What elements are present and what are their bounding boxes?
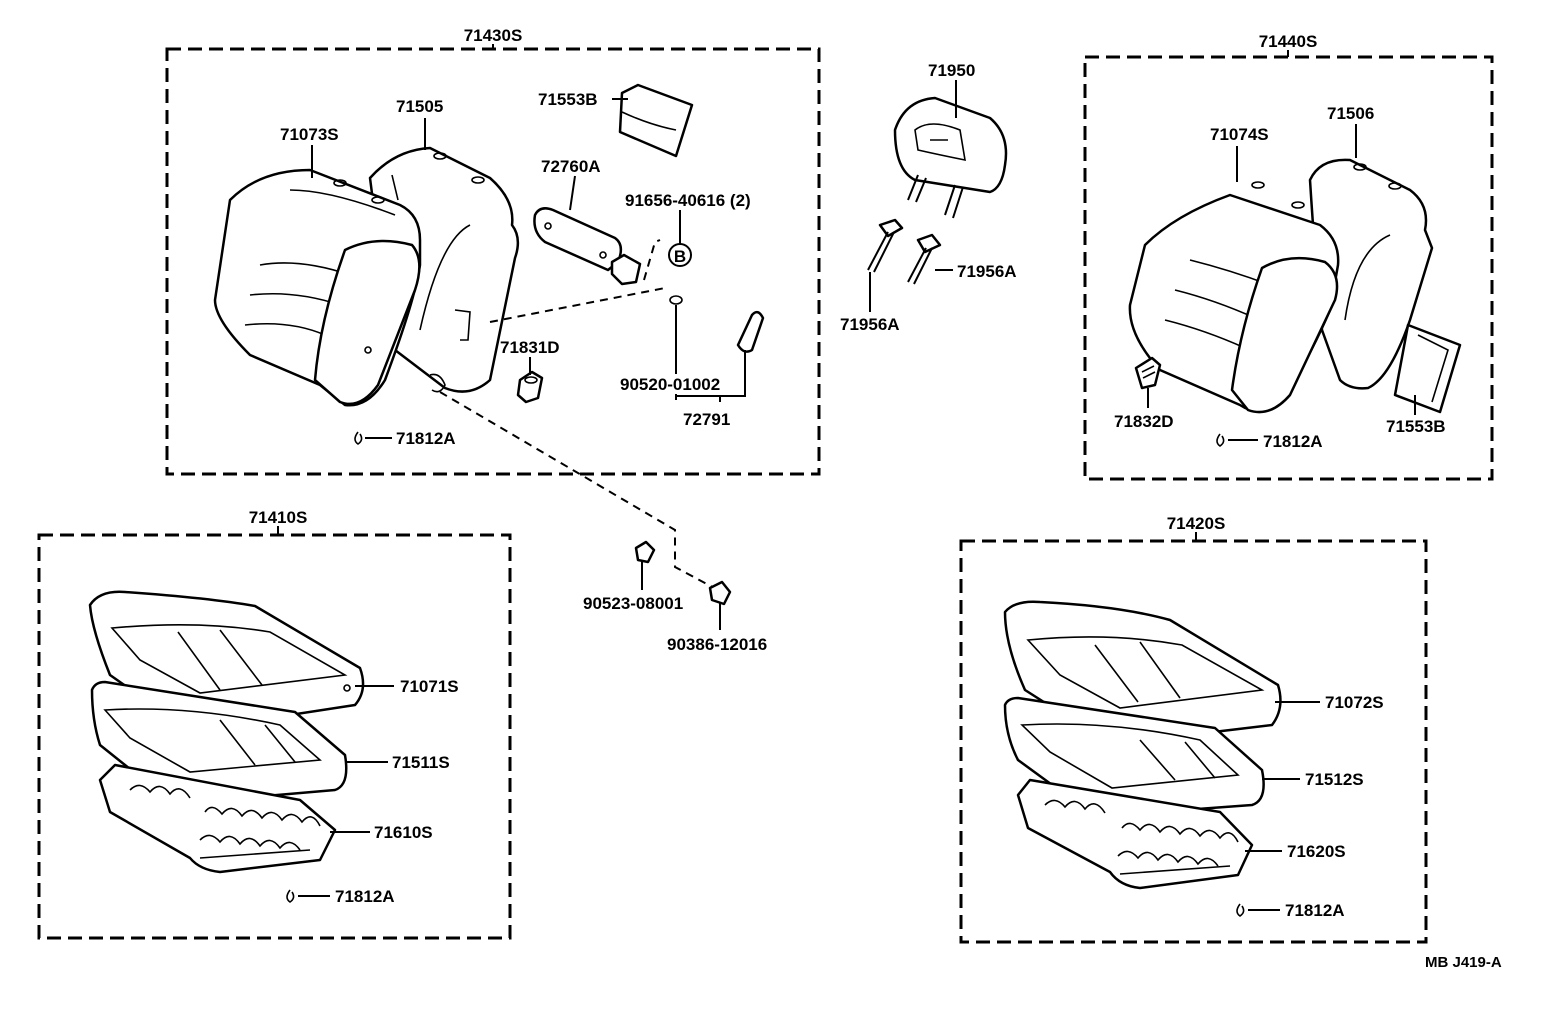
hog-ring-cushion-front — [286, 889, 295, 903]
label-pocket: 71553B — [538, 90, 598, 109]
panel-bracket — [610, 253, 642, 286]
panel-part — [533, 207, 623, 272]
label-support-right: 71956A — [957, 262, 1017, 281]
seatback-cover-rear — [1128, 181, 1340, 414]
label-panel: 72760A — [541, 157, 601, 176]
group-box-front-seatback — [165, 44, 821, 476]
seatback-cover-front — [213, 168, 422, 407]
leader-lines — [298, 80, 1416, 911]
label-pad-back-rear: 71506 — [1327, 104, 1374, 123]
label-hog-ring-cushion-front: 71812A — [335, 887, 395, 906]
label-screw: 91656-40616 (2) — [625, 191, 751, 210]
label-support-left: 71956A — [840, 315, 900, 334]
label-pad-cushion-rear: 71512S — [1305, 770, 1364, 789]
nut-part — [634, 540, 656, 564]
headrest-support-right — [907, 233, 942, 285]
washer-part — [708, 580, 732, 606]
label-assy-rear-cushion: 71420S — [1167, 514, 1226, 533]
label-assy-rear-back: 71440S — [1259, 32, 1318, 51]
label-bolt: 90520-01002 — [620, 375, 720, 394]
hog-ring-cushion-rear — [1236, 903, 1245, 917]
group-box-rear-seatback — [1083, 50, 1494, 481]
label-spring-cushion-front: 71610S — [374, 823, 433, 842]
clip-part-front — [516, 370, 544, 404]
label-hog-ring-cushion-rear: 71812A — [1285, 901, 1345, 920]
screw-mark-letter: B — [674, 247, 686, 266]
hog-ring-rear-back — [1216, 433, 1225, 447]
pocket-part — [618, 83, 694, 158]
clip-part-rear — [1134, 356, 1162, 390]
bolt-part — [669, 295, 683, 305]
cushion-spring-rear — [1016, 778, 1254, 890]
label-headrest: 71950 — [928, 61, 975, 80]
pocket-part-rear — [1393, 323, 1462, 414]
group-box-front-cushion — [37, 526, 512, 940]
label-cover-cushion-rear: 71072S — [1325, 693, 1384, 712]
label-clip-front: 71831D — [500, 338, 560, 357]
headrest-support-left — [867, 218, 904, 273]
label-pad-cushion-front: 71511S — [392, 753, 450, 772]
label-clip-rear: 71832D — [1114, 412, 1174, 431]
label-hog-ring-front-back: 71812A — [396, 429, 456, 448]
hog-ring-front-back — [354, 431, 363, 445]
label-cover-back-rear: 71074S — [1210, 125, 1269, 144]
assembly-dash-lines — [439, 239, 719, 591]
label-assy-front-back: 71430S — [464, 26, 523, 45]
label-washer: 90386-12016 — [667, 635, 767, 654]
seatback-hinge-front — [429, 373, 446, 393]
label-hog-ring-rear-back: 71812A — [1263, 432, 1323, 451]
cushion-spring-front — [98, 763, 337, 874]
screw-mark-b: B — [668, 243, 692, 267]
group-box-rear-cushion — [959, 532, 1428, 944]
label-cover-cushion-front: 71071S — [400, 677, 459, 696]
headrest-part — [893, 96, 1008, 219]
seatback-pad-rear — [1308, 158, 1434, 390]
label-hook: 72791 — [683, 410, 730, 429]
label-assy-front-cushion: 71410S — [249, 508, 308, 527]
label-cover-back-front: 71073S — [280, 125, 339, 144]
label-nut: 90523-08001 — [583, 594, 683, 613]
label-spring-cushion-rear: 71620S — [1287, 842, 1346, 861]
label-drawing-id: MB J419-A — [1425, 954, 1502, 971]
label-pad-back-front: 71505 — [396, 97, 443, 116]
label-pocket-rear: 71553B — [1386, 417, 1446, 436]
hook-part — [736, 310, 765, 353]
